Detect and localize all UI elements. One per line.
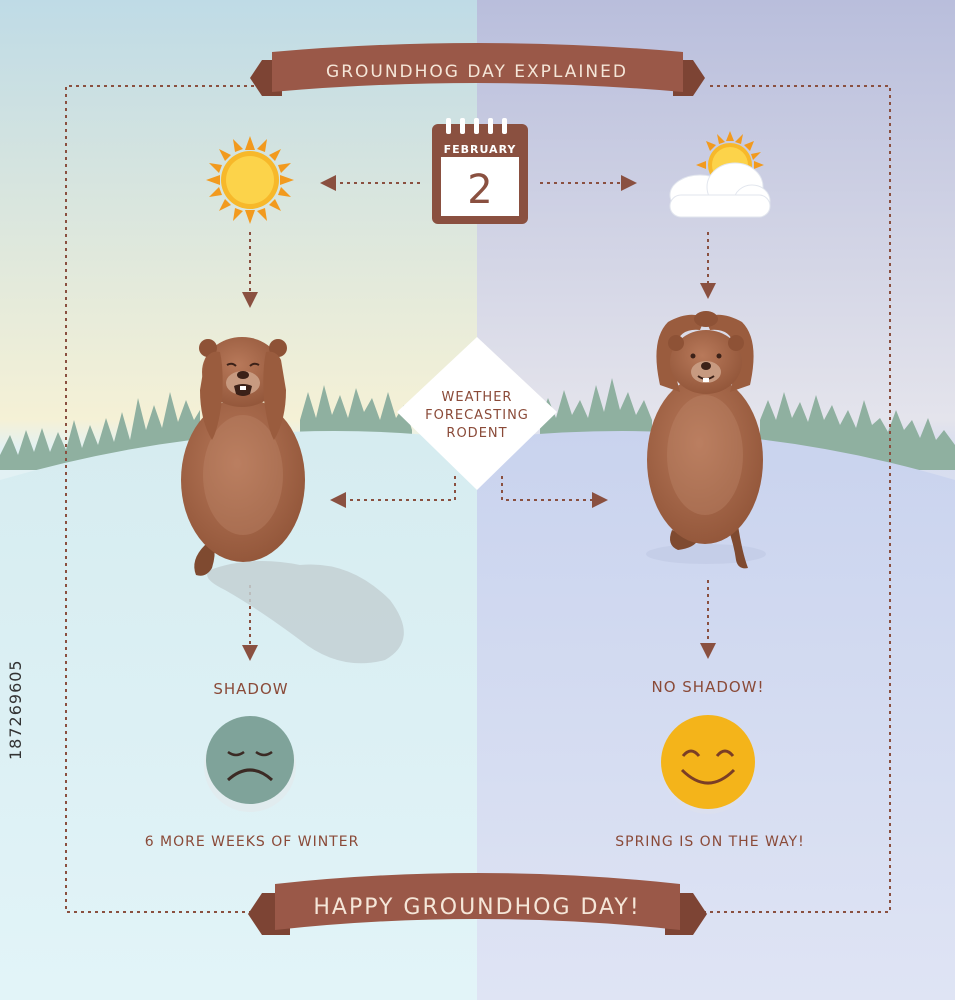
right-outcome-label: SPRING IS ON THE WAY!	[615, 834, 804, 850]
calendar-icon: FEBRUARY 2	[432, 118, 528, 224]
left-outcome-label: 6 MORE WEEKS OF WINTER	[145, 834, 360, 850]
left-result-label: SHADOW	[213, 680, 288, 698]
sad-face-icon	[204, 716, 296, 812]
sun-behind-cloud-icon	[669, 131, 771, 218]
right-snow	[477, 431, 955, 1000]
center-diamond: WEATHER FORECASTING RODENT	[397, 337, 557, 490]
right-result-label: NO SHADOW!	[651, 678, 764, 696]
flow-arrows	[242, 175, 716, 661]
center-label-line-3: RODENT	[446, 426, 507, 441]
scared-groundhog	[181, 337, 305, 576]
sun-icon	[206, 136, 294, 224]
side-id-label: 187269605	[6, 659, 25, 760]
calendar-month: FEBRUARY	[444, 143, 517, 156]
title-ribbon: GROUNDHOG DAY EXPLAINED	[250, 43, 705, 96]
happy-groundhog	[646, 311, 766, 569]
footer-ribbon: HAPPY GROUNDHOG DAY!	[248, 873, 707, 935]
left-snow	[0, 431, 477, 1000]
calendar-day: 2	[467, 167, 492, 213]
groundhog-shadow	[207, 561, 404, 664]
center-label-line-1: WEATHER	[442, 390, 513, 405]
footer-text: HAPPY GROUNDHOG DAY!	[313, 895, 640, 920]
title-text: GROUNDHOG DAY EXPLAINED	[326, 62, 628, 82]
dotted-frame	[65, 85, 891, 913]
happy-face-icon	[661, 715, 755, 814]
center-label-line-2: FORECASTING	[425, 408, 529, 423]
